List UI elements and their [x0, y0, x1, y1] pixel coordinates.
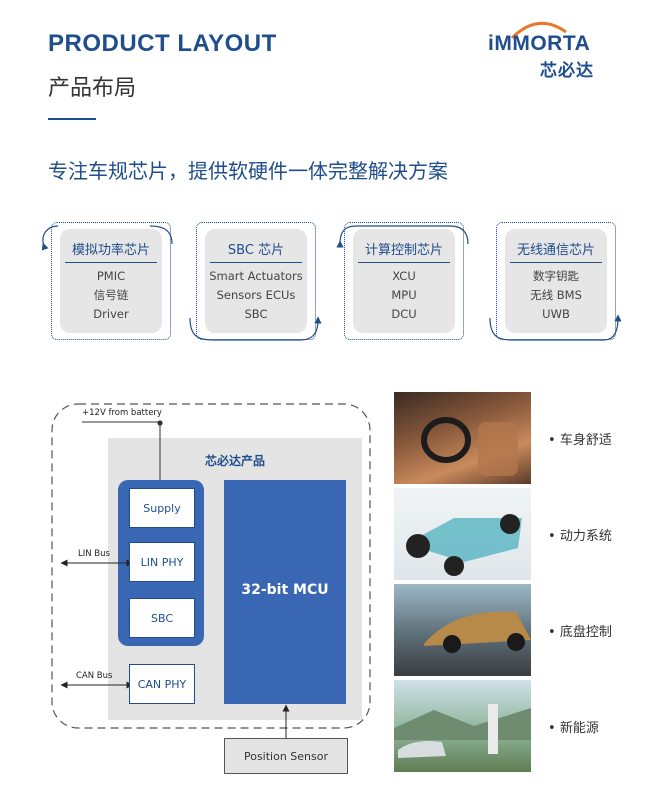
- supply-block: Supply: [129, 488, 195, 528]
- page-title-en: PRODUCT LAYOUT: [48, 30, 277, 57]
- category-item: UWB: [542, 307, 570, 321]
- ev-chassis-photo: [394, 488, 531, 580]
- category-card-analog: 模拟功率芯片 PMIC 信号链 Driver: [51, 222, 171, 340]
- category-card-compute: 计算控制芯片 XCU MPU DCU: [344, 222, 464, 340]
- category-item: XCU: [392, 269, 416, 283]
- sbc-block: SBC: [129, 598, 195, 638]
- category-item: MPU: [391, 288, 417, 302]
- category-title: SBC 芯片: [210, 239, 302, 263]
- card-connector-arrows: [41, 225, 622, 341]
- application-label: • 新能源: [548, 721, 599, 736]
- battery-label: +12V from battery: [82, 408, 162, 418]
- can-bus-label: CAN Bus: [76, 671, 113, 681]
- lin-bus-label: LIN Bus: [78, 549, 110, 559]
- can-phy-block: CAN PHY: [129, 664, 195, 704]
- category-item: Driver: [93, 307, 129, 321]
- application-label: • 车身舒适: [548, 433, 612, 448]
- category-title: 模拟功率芯片: [65, 239, 157, 263]
- application-label: • 底盘控制: [548, 625, 612, 640]
- category-item: Sensors ECUs: [216, 288, 296, 302]
- title-underline: [48, 118, 96, 120]
- category-item: Smart Actuators: [209, 269, 303, 283]
- category-card-sbc: SBC 芯片 Smart Actuators Sensors ECUs SBC: [196, 222, 316, 340]
- mcu-block-label: 32-bit MCU: [241, 582, 329, 598]
- logo-text-cn: 芯必达: [540, 61, 594, 81]
- car-interior-photo: [394, 392, 531, 484]
- application-label: • 动力系统: [548, 529, 612, 544]
- category-card-wireless: 无线通信芯片 数字钥匙 无线 BMS UWB: [496, 222, 616, 340]
- logo-swoosh-icon: [510, 21, 567, 40]
- logo-text-en: iMMORTA: [488, 32, 591, 55]
- page-title-cn: 产品布局: [48, 76, 137, 101]
- category-item: DCU: [391, 307, 417, 321]
- category-item: PMIC: [96, 269, 126, 283]
- company-logo: iMMORTA 芯必达: [488, 18, 620, 81]
- position-sensor-block: Position Sensor: [224, 738, 348, 774]
- product-group-title: 芯必达产品: [204, 454, 265, 468]
- lin-phy-block: LIN PHY: [129, 542, 195, 582]
- category-item: SBC: [244, 307, 268, 321]
- category-item: 无线 BMS: [530, 288, 582, 302]
- tagline: 专注车规芯片，提供软硬件一体完整解决方案: [48, 159, 448, 183]
- category-item: 数字钥匙: [533, 269, 579, 283]
- sports-car-photo: [394, 584, 531, 676]
- ev-charging-photo: [394, 680, 531, 772]
- category-title: 计算控制芯片: [358, 239, 450, 263]
- category-item: 信号链: [93, 288, 129, 302]
- category-title: 无线通信芯片: [510, 239, 602, 263]
